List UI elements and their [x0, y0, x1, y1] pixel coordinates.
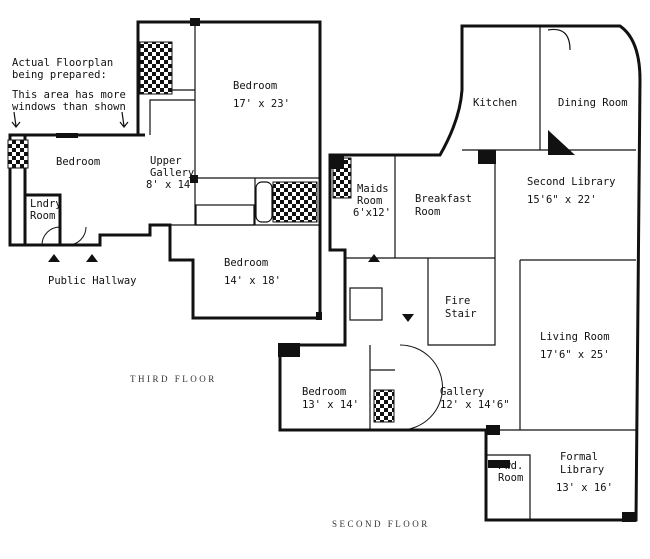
- laundry-name-1: Lndry: [30, 198, 62, 210]
- bedroom-bath-tile: [373, 389, 395, 423]
- note-line-2: being prepared:: [12, 69, 107, 81]
- third-bedroom-left-name: Bedroom: [56, 156, 100, 168]
- pier: [316, 312, 322, 320]
- pier: [622, 512, 636, 522]
- formal-library-dims: 13' x 16': [556, 482, 613, 494]
- breakfast-name-2: Room: [415, 206, 440, 218]
- upper-gallery-dims: 8' x 14': [146, 179, 197, 191]
- maids-dims: 6'x12': [353, 207, 391, 219]
- pier: [330, 155, 344, 169]
- powder-room-walls: [486, 454, 531, 520]
- note-arrow-right-icon: [119, 111, 129, 128]
- upper-gallery-name-1: Upper: [150, 155, 182, 167]
- kitchen-name: Kitchen: [473, 97, 517, 109]
- formal-library-name-2: Library: [560, 464, 604, 476]
- powder-name-1: Pwd.: [498, 460, 523, 472]
- closet-1: [195, 204, 255, 226]
- fire-stair-name-1: Fire: [445, 295, 470, 307]
- second-bedroom-name: Bedroom: [302, 386, 346, 398]
- entry-arrow-icon: [368, 254, 380, 262]
- pier: [56, 133, 78, 138]
- third-bedroom-mid-dims: 14' x 18': [224, 275, 281, 287]
- second-floor-heading: SECOND FLOOR: [332, 519, 430, 529]
- breakfast-name-1: Breakfast: [415, 193, 472, 205]
- entry-arrow-icon: [48, 254, 60, 262]
- maids-name-2: Room: [357, 195, 382, 207]
- laundry-tile-area: [7, 139, 29, 169]
- living-room-name: Living Room: [540, 331, 610, 343]
- second-bedroom-dims: 13' x 14': [302, 399, 359, 411]
- entry-arrow-icon: [86, 254, 98, 262]
- labels: Actual Floorplan being prepared: This ar…: [12, 57, 628, 529]
- note-line-3: This area has more: [12, 89, 126, 101]
- dining-corner: [548, 130, 575, 155]
- third-bedroom-mid-name: Bedroom: [224, 257, 268, 269]
- bath-tile-area-2: [272, 181, 318, 223]
- laundry-name-2: Room: [30, 210, 55, 222]
- upper-gallery-name-2: Gallery: [150, 167, 194, 179]
- third-bedroom-top-dims: 17' x 23': [233, 98, 290, 110]
- dining-name: Dining Room: [558, 97, 628, 109]
- gallery-dims: 12' x 14'6": [440, 399, 510, 411]
- gallery-name: Gallery: [440, 386, 484, 398]
- second-floor-outer-wall: [278, 24, 642, 522]
- left-bedroom-walls: [10, 133, 145, 245]
- bath-tile-area: [139, 41, 173, 95]
- third-bedroom-top-name: Bedroom: [233, 80, 277, 92]
- bathtub: [255, 181, 273, 223]
- third-floor-heading: THIRD FLOOR: [130, 374, 217, 384]
- pier: [486, 425, 500, 435]
- powder-name-2: Room: [498, 472, 523, 484]
- door-swing: [41, 226, 87, 246]
- elevator: [349, 287, 383, 321]
- bedroom-walls: [369, 345, 395, 430]
- pier: [478, 150, 496, 164]
- note-arrow-left-icon: [11, 111, 21, 128]
- pier: [278, 343, 300, 357]
- second-library-name: Second Library: [527, 176, 616, 188]
- fire-stair-name-2: Stair: [445, 308, 477, 320]
- formal-library-name-1: Formal: [560, 451, 598, 463]
- entry-arrow-icon: [402, 314, 414, 322]
- living-room-walls: [486, 259, 636, 431]
- third-floor-plan: [7, 18, 322, 320]
- third-floor-outer-wall: [8, 20, 322, 320]
- second-floor-plan: [278, 24, 642, 522]
- gallery-arc: [399, 344, 443, 431]
- note-line-4: windows than shown: [12, 101, 126, 113]
- pier: [190, 175, 198, 183]
- living-room-dims: 17'6" x 25': [540, 349, 610, 361]
- maids-breakfast-walls: [345, 155, 496, 346]
- second-library-dims: 15'6" x 22': [527, 194, 597, 206]
- note-line-1: Actual Floorplan: [12, 57, 113, 69]
- maids-name-1: Maids: [357, 183, 389, 195]
- public-hallway-label: Public Hallway: [48, 275, 137, 287]
- powder-fixture: [488, 460, 510, 468]
- pier: [190, 18, 200, 26]
